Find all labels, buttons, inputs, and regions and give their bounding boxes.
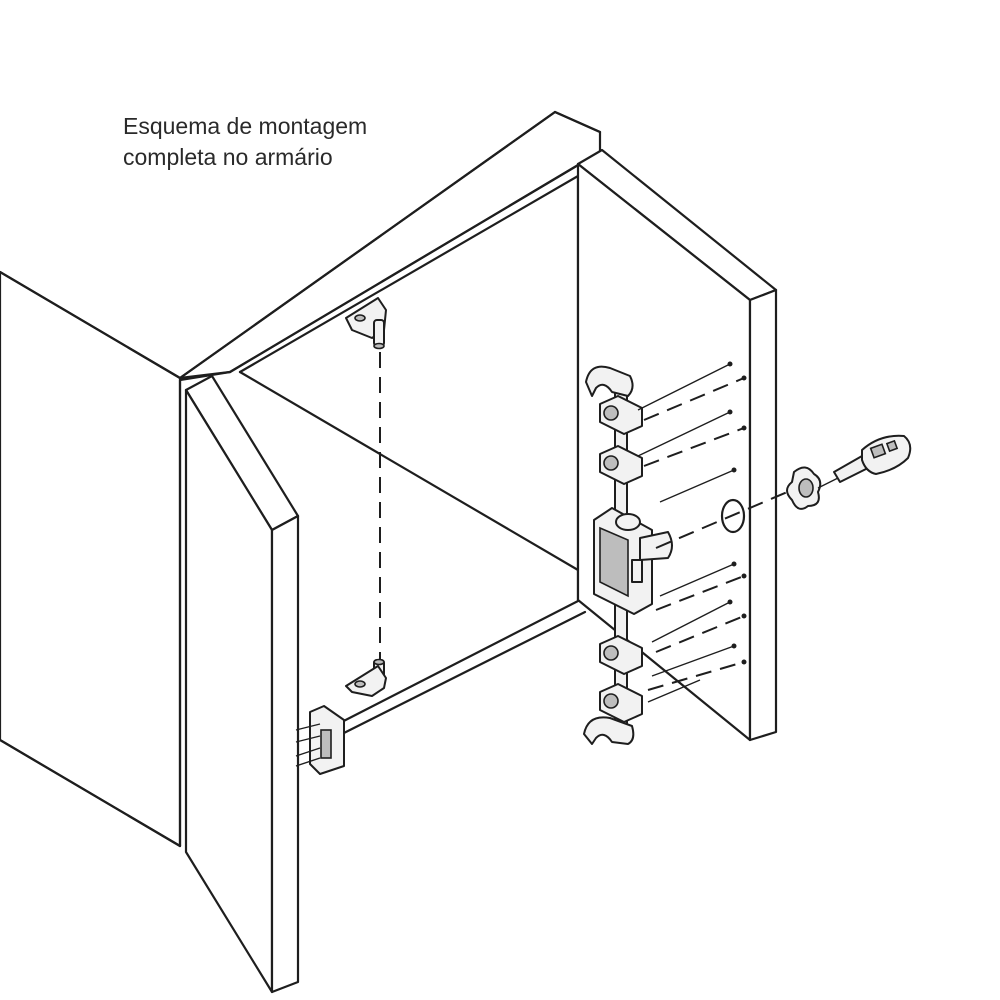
caption-line-1: Esquema de montagem (123, 113, 368, 139)
right-door-side-edge (748, 288, 778, 742)
door-screws (637, 361, 747, 703)
left-door-side-edge (270, 514, 300, 994)
lower-rod-guide (345, 658, 387, 697)
rod-guide-3 (599, 635, 643, 675)
rod-guide-4 (599, 683, 643, 723)
key-icon (817, 434, 912, 489)
top-hook (585, 365, 634, 397)
bottom-hook (583, 716, 635, 745)
rod-guide-1 (599, 395, 643, 435)
left-door (184, 374, 300, 994)
espagnolette-lock-assembly (583, 365, 673, 745)
rosette-nut (786, 466, 822, 510)
caption-line-2: completa no armário (123, 144, 333, 170)
cabinet-body (0, 110, 602, 848)
diagram-caption: Esquema de montagem completa no armário (123, 111, 367, 173)
lock-body (593, 507, 673, 615)
upper-rod-guide (345, 297, 387, 350)
cabinet-left-side (0, 110, 602, 848)
strike-plate (295, 705, 345, 775)
key-cylinder-hole (720, 498, 746, 534)
rod-guide-2 (599, 445, 643, 485)
